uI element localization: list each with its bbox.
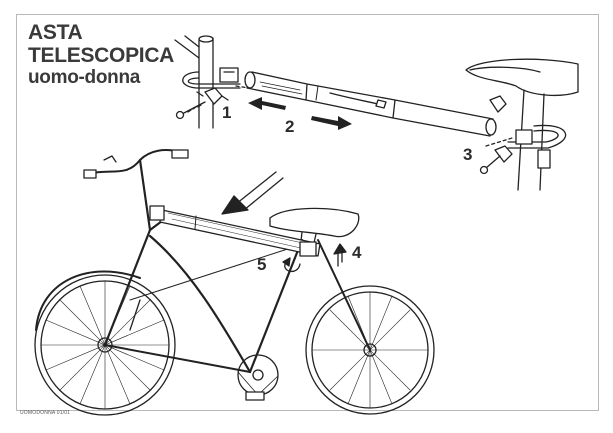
bicycle (34, 149, 435, 416)
telescopic-pole-top (244, 71, 497, 137)
title-line-3: uomo-donna (28, 67, 141, 88)
step-5-label: 5 (257, 255, 267, 274)
step-2-label: 2 (285, 117, 295, 136)
title-line-1: ASTA (28, 21, 83, 44)
title-line-2: TELESCOPICA (28, 44, 175, 67)
rotate-arrow (284, 261, 301, 272)
footer-code: UOMODONNA 01/01 (20, 410, 71, 416)
step-3-label: 3 (463, 145, 473, 164)
insert-arrow (221, 171, 284, 215)
step-4-label: 4 (352, 243, 362, 262)
step-1-label: 1 (222, 103, 232, 122)
left-mount-detail (174, 35, 263, 129)
right-mount-detail (465, 58, 579, 191)
extend-arrows (248, 97, 352, 130)
